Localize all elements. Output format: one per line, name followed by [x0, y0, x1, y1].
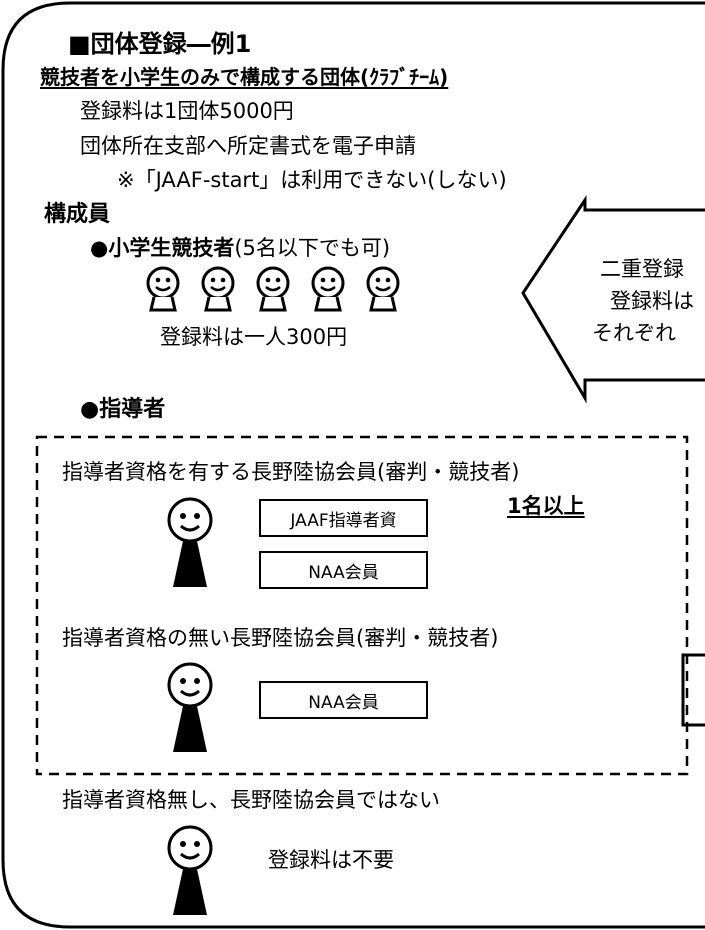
leader-group2-label: 指導者資格の無い長野陸協会員(審判・競技者): [62, 626, 499, 650]
person-icon: [146, 266, 180, 312]
members-heading: 構成員: [44, 202, 111, 227]
intro-note: ※「JAAF-start」は利用できない(しない): [117, 168, 507, 192]
naa-member-badge-2: NAA会員: [259, 681, 428, 719]
intro-application: 団体所在支部へ所定書式を電子申請: [80, 134, 416, 158]
callout-arrow: [521, 195, 705, 404]
student-icons: [146, 266, 400, 312]
students-fee: 登録料は一人300円: [160, 325, 348, 349]
non-member-fee: 登録料は不要: [268, 848, 394, 872]
person-icon: [201, 266, 235, 312]
person-icon: [256, 266, 290, 312]
leader-group1-label: 指導者資格を有する長野陸協会員(審判・競技者): [62, 460, 520, 484]
students-heading: ●小学生競技者(5名以下でも可): [90, 238, 390, 259]
leaders-heading: ●指導者: [80, 397, 166, 422]
non-member-label: 指導者資格無し、長野陸協会員ではない: [62, 788, 440, 812]
min-count-label: 1名以上: [507, 494, 585, 518]
callout-line-1: 二重登録: [600, 257, 684, 281]
non-member-icon: [167, 825, 213, 915]
leaders-dashed-box: [35, 435, 689, 776]
callout-line-3: それぞれ: [592, 321, 676, 345]
callout-line-2: 登録料は: [610, 289, 694, 313]
leader-icon-2: [167, 662, 213, 752]
students-note: (5名以下でも可): [234, 236, 391, 260]
students-label: ●小学生競技者: [90, 236, 235, 260]
person-icon: [311, 266, 345, 312]
subtitle: 競技者を小学生のみで構成する団体(ｸﾗﾌﾞﾁｰﾑ): [40, 65, 449, 89]
leader-icon-1: [167, 497, 213, 587]
person-icon: [366, 266, 400, 312]
right-notch: [681, 653, 705, 727]
jaaf-qualification-badge: JAAF指導者資: [259, 499, 428, 537]
intro-fee: 登録料は1団体5000円: [80, 99, 294, 123]
page-title: ■団体登録―例1: [68, 30, 252, 58]
naa-member-badge-1: NAA会員: [259, 551, 428, 589]
